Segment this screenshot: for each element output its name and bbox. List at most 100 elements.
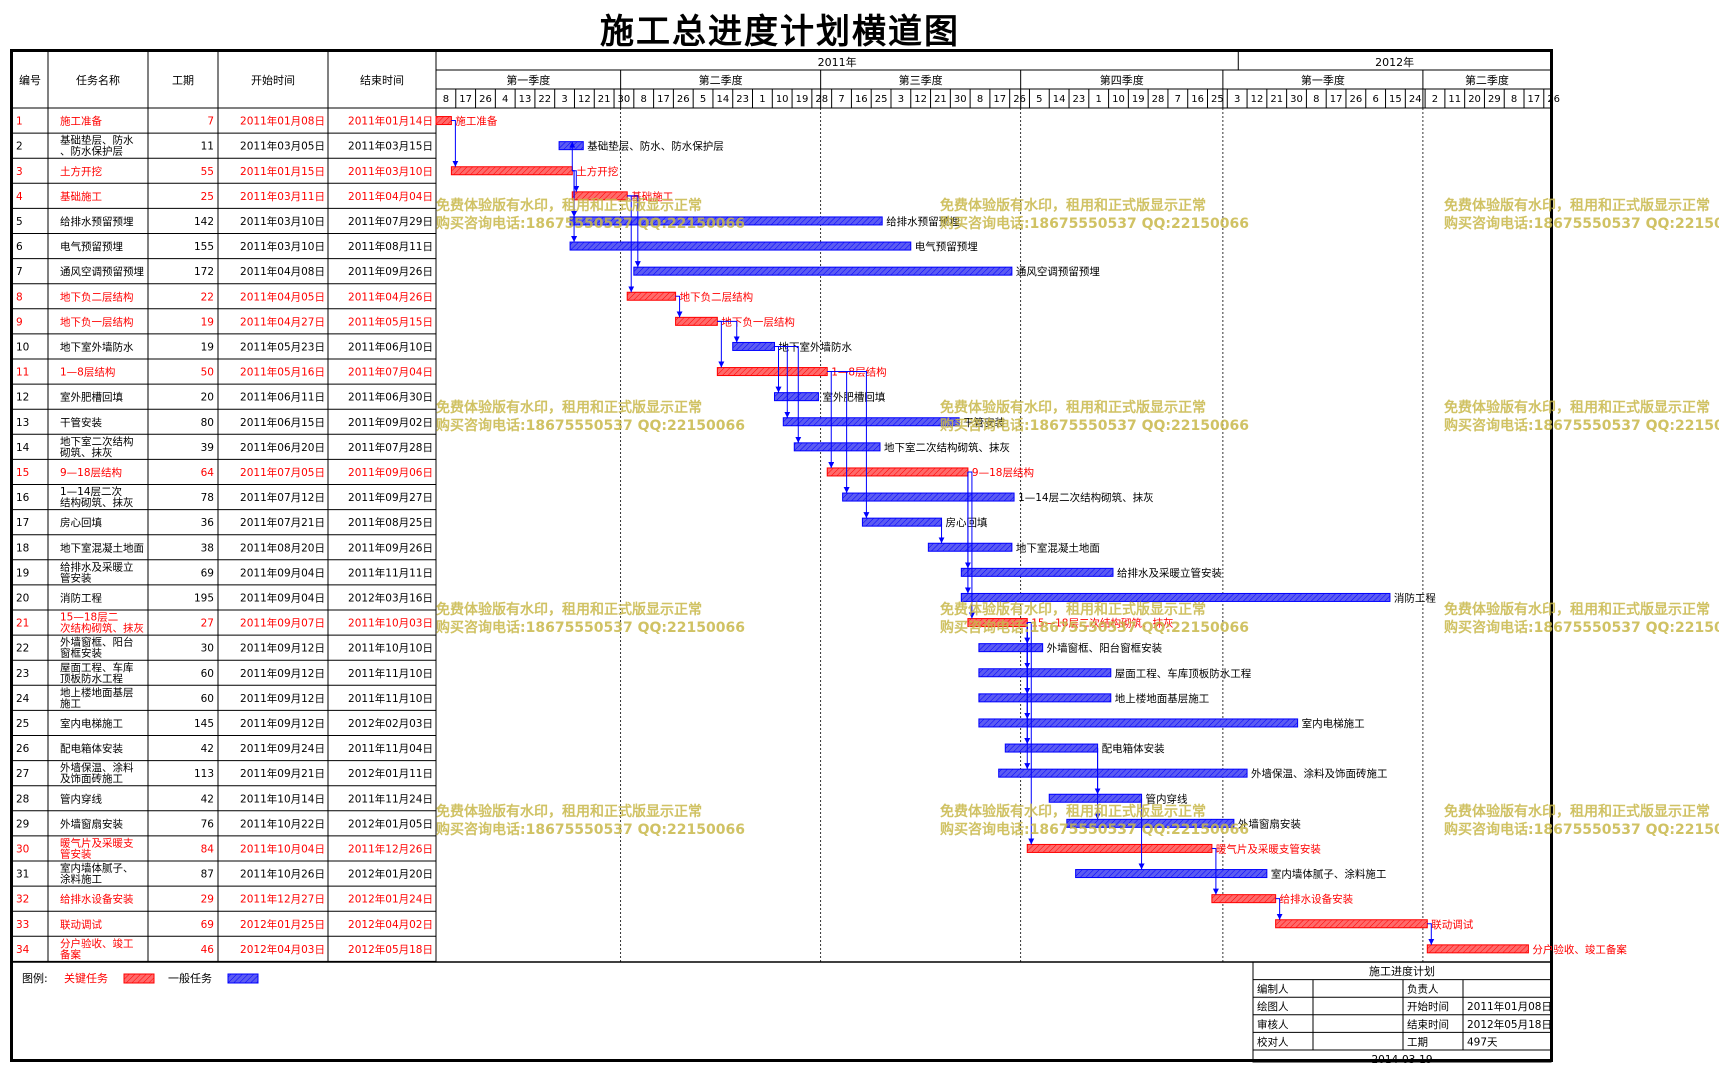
day-label: 21 [598, 94, 611, 105]
task-duration: 7 [207, 116, 214, 128]
task-duration: 84 [201, 843, 215, 855]
info-cell: 编制人 [1257, 983, 1289, 996]
bar-label: 外墙窗框、阳台窗框安装 [1047, 642, 1163, 655]
task-no: 22 [16, 643, 29, 655]
task-end: 2011年05月15日 [348, 315, 433, 328]
day-label: 7 [1175, 94, 1181, 105]
watermark-text: 购买咨询电话:18675550537 QQ:22150066 [436, 619, 745, 636]
task-name: 地下室外墙防水 [60, 340, 134, 353]
bar-label: 1—14层二次结构砌筑、抹灰 [1018, 491, 1154, 504]
task-duration: 60 [201, 668, 214, 680]
day-label: 30 [954, 94, 967, 105]
dependency-link [967, 471, 975, 619]
dependency-link [627, 195, 635, 293]
info-date: 2014-03-19 [1371, 1054, 1432, 1066]
task-end: 2011年03月10日 [348, 165, 433, 178]
bar-label: 暖气片及采暖支管安装 [1216, 842, 1321, 855]
task-duration: 195 [194, 592, 214, 604]
day-label: 14 [1053, 94, 1066, 105]
task-bar [558, 141, 584, 151]
task-name: 管内穿线 [60, 792, 102, 805]
watermark-text: 免费体验版有水印，租用和正式版显示正常 [1444, 197, 1710, 214]
day-label: 3 [898, 94, 904, 105]
task-no: 2 [16, 141, 23, 153]
task-name: 地上楼地面基层 [60, 686, 134, 699]
task-bar [1066, 818, 1235, 828]
task-start: 2011年09月04日 [240, 566, 325, 579]
quarter-label: 第一季度 [1301, 73, 1345, 87]
dependency-link [717, 320, 725, 368]
bar-label: 基础施工 [631, 190, 673, 203]
day-label: 4 [502, 94, 508, 105]
task-duration: 142 [194, 216, 214, 228]
day-label: 13 [519, 94, 532, 105]
day-label: 8 [1511, 94, 1517, 105]
task-bar [675, 316, 718, 326]
task-name: 地下负一层结构 [60, 315, 134, 328]
watermark-text: 购买咨询电话:18675550537 QQ:22150066 [940, 417, 1249, 434]
bar-label: 通风空调预留预埋 [1016, 265, 1100, 278]
task-start: 2011年07月05日 [240, 466, 325, 479]
task-start: 2011年03月11日 [240, 190, 325, 203]
task-start: 2011年09月12日 [240, 667, 325, 680]
task-end: 2011年11月10日 [348, 667, 433, 680]
task-start: 2011年09月21日 [240, 767, 325, 780]
day-label: 16 [855, 94, 868, 105]
dependency-link [1211, 847, 1219, 895]
info-title: 施工进度计划 [1369, 964, 1435, 978]
task-name: 9—18层结构 [60, 466, 122, 479]
day-label: 17 [1330, 94, 1343, 105]
watermark-text: 免费体验版有水印，租用和正式版显示正常 [436, 399, 702, 416]
task-name: 地下室二次结构 [60, 435, 134, 448]
bar-label: 基础垫层、防水、防水保护层 [587, 140, 724, 153]
bar-label: 地下负一层结构 [721, 315, 795, 328]
info-cell: 校对人 [1257, 1035, 1289, 1048]
watermark-text: 免费体验版有水印，租用和正式版显示正常 [1444, 803, 1710, 820]
info-box [1252, 961, 1552, 1063]
day-label: 23 [1073, 94, 1086, 105]
task-end: 2011年04月04日 [348, 190, 433, 203]
info-cell: 结束时间 [1407, 1018, 1449, 1031]
task-start: 2011年04月05日 [240, 290, 325, 303]
bar-label: 地下负二层结构 [680, 290, 754, 303]
task-name: 房心回填 [60, 516, 102, 529]
task-end: 2011年12月26日 [348, 842, 433, 855]
task-start: 2011年10月14日 [240, 792, 325, 805]
header-end: 结束时间 [360, 74, 404, 87]
task-bar [793, 442, 881, 452]
task-duration: 11 [201, 141, 214, 153]
task-name: 施工 [60, 697, 81, 710]
watermark-text: 购买咨询电话:18675550537 QQ:22150066 [436, 417, 745, 434]
day-label: 12 [1251, 94, 1264, 105]
day-label: 19 [796, 94, 809, 105]
watermark-text: 免费体验版有水印，租用和正式版显示正常 [1444, 601, 1710, 618]
day-label: 8 [443, 94, 449, 105]
task-no: 19 [16, 567, 29, 579]
task-no: 21 [16, 618, 29, 630]
task-start: 2011年01月15日 [240, 165, 325, 178]
task-name: 结构砌筑、抹灰 [60, 496, 134, 509]
task-no: 30 [16, 843, 29, 855]
task-no: 10 [16, 341, 29, 353]
task-no: 13 [16, 417, 29, 429]
day-label: 17 [1528, 94, 1541, 105]
day-label: 10 [776, 94, 789, 105]
task-bar [633, 266, 1013, 276]
task-end: 2011年09月26日 [348, 265, 433, 278]
task-no: 20 [16, 592, 29, 604]
task-end: 2011年09月27日 [348, 491, 433, 504]
task-end: 2011年10月10日 [348, 642, 433, 655]
task-duration: 42 [201, 743, 214, 755]
task-name: 室外肥槽回填 [60, 391, 123, 404]
task-end: 2012年04月02日 [348, 918, 433, 931]
day-label: 7 [838, 94, 844, 105]
legend-normal-swatch [227, 973, 259, 984]
task-end: 2011年07月29日 [348, 215, 433, 228]
dependency-link [774, 345, 791, 418]
task-end: 2011年07月04日 [348, 366, 433, 379]
task-end: 2011年08月11日 [348, 240, 433, 253]
task-bar [1048, 793, 1143, 803]
task-no: 29 [16, 818, 29, 830]
task-end: 2012年01月20日 [348, 868, 433, 881]
